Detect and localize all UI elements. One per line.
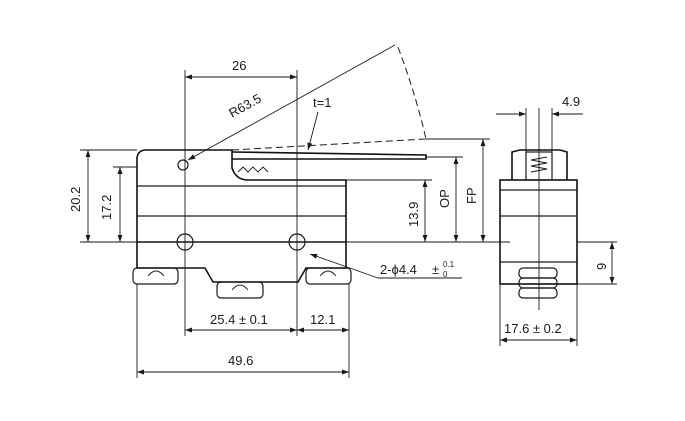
dim-op: OP [426,156,463,242]
switch-body-outline [136,149,347,243]
dim-body-height-label: 17.2 [99,195,114,220]
lever-actuated-arm [231,138,427,151]
dim-lever-offset-label: 26 [232,58,246,73]
dim-overall-length: 49.6 [136,284,350,378]
dim-hole-spec: 2-ϕ4.4 ± 0.1 0 [309,253,462,279]
dim-total-height: 20.2 [68,149,137,243]
dim-hole-tol-lower: 0 [443,270,448,279]
terminal-right-screw [319,270,337,277]
dim-lever-radius-label: R63.5 [226,91,264,121]
dim-side-plunger-width-label: 4.9 [562,94,580,109]
side-top-housing [511,149,568,180]
dim-total-height-label: 20.2 [68,187,83,212]
dim-side-height-label: 9 [594,263,609,270]
dim-lever-thickness-label: t=1 [313,95,331,110]
terminal-left [132,267,179,285]
lever-arm [231,151,427,160]
dim-fp-label: FP [464,187,479,204]
dim-body-height: 17.2 [99,166,137,242]
dim-hole-spec-plusminus: ± [432,262,439,277]
dim-terminal-spacing-label: 12.1 [310,312,335,327]
dim-op-label: OP [437,189,452,208]
lever-spring [237,166,269,173]
side-view [499,108,617,310]
dim-side-width: 17.6 ± 0.2 [499,284,578,346]
dim-side-width-label: 17.6 ± 0.2 [504,321,562,336]
dim-side-height: 9 [577,242,617,285]
dim-hole-pitch-label: 25.4 ± 0.1 [210,312,268,327]
dim-hole-tol-upper: 0.1 [443,260,455,269]
dim-side-plunger-width: 4.9 [496,94,583,152]
dim-lever-thickness: t=1 [307,95,331,151]
dim-hole-pitch: 25.4 ± 0.1 [185,312,297,333]
dim-overall-length-label: 49.6 [228,353,253,368]
lever-actuated-arc [397,46,427,140]
terminal-left-screw [147,270,165,277]
terminal-center [216,281,264,299]
side-terminal-3 [518,287,558,299]
terminal-right [305,267,352,285]
lever-pivot [177,159,189,171]
dim-op-height-label: 13.9 [406,202,421,227]
dim-terminal-spacing: 12.1 [297,284,350,336]
dim-hole-spec-label: 2-ϕ4.4 [380,262,417,277]
base-outline [136,242,347,283]
side-terminal-2 [518,277,558,289]
front-view [132,46,510,336]
dim-fp: FP [426,138,490,242]
terminal-center-screw [231,284,249,291]
dim-lever-offset: 26 [185,58,297,80]
side-terminal-1 [518,267,558,279]
dim-op-height: 13.9 [346,179,432,242]
